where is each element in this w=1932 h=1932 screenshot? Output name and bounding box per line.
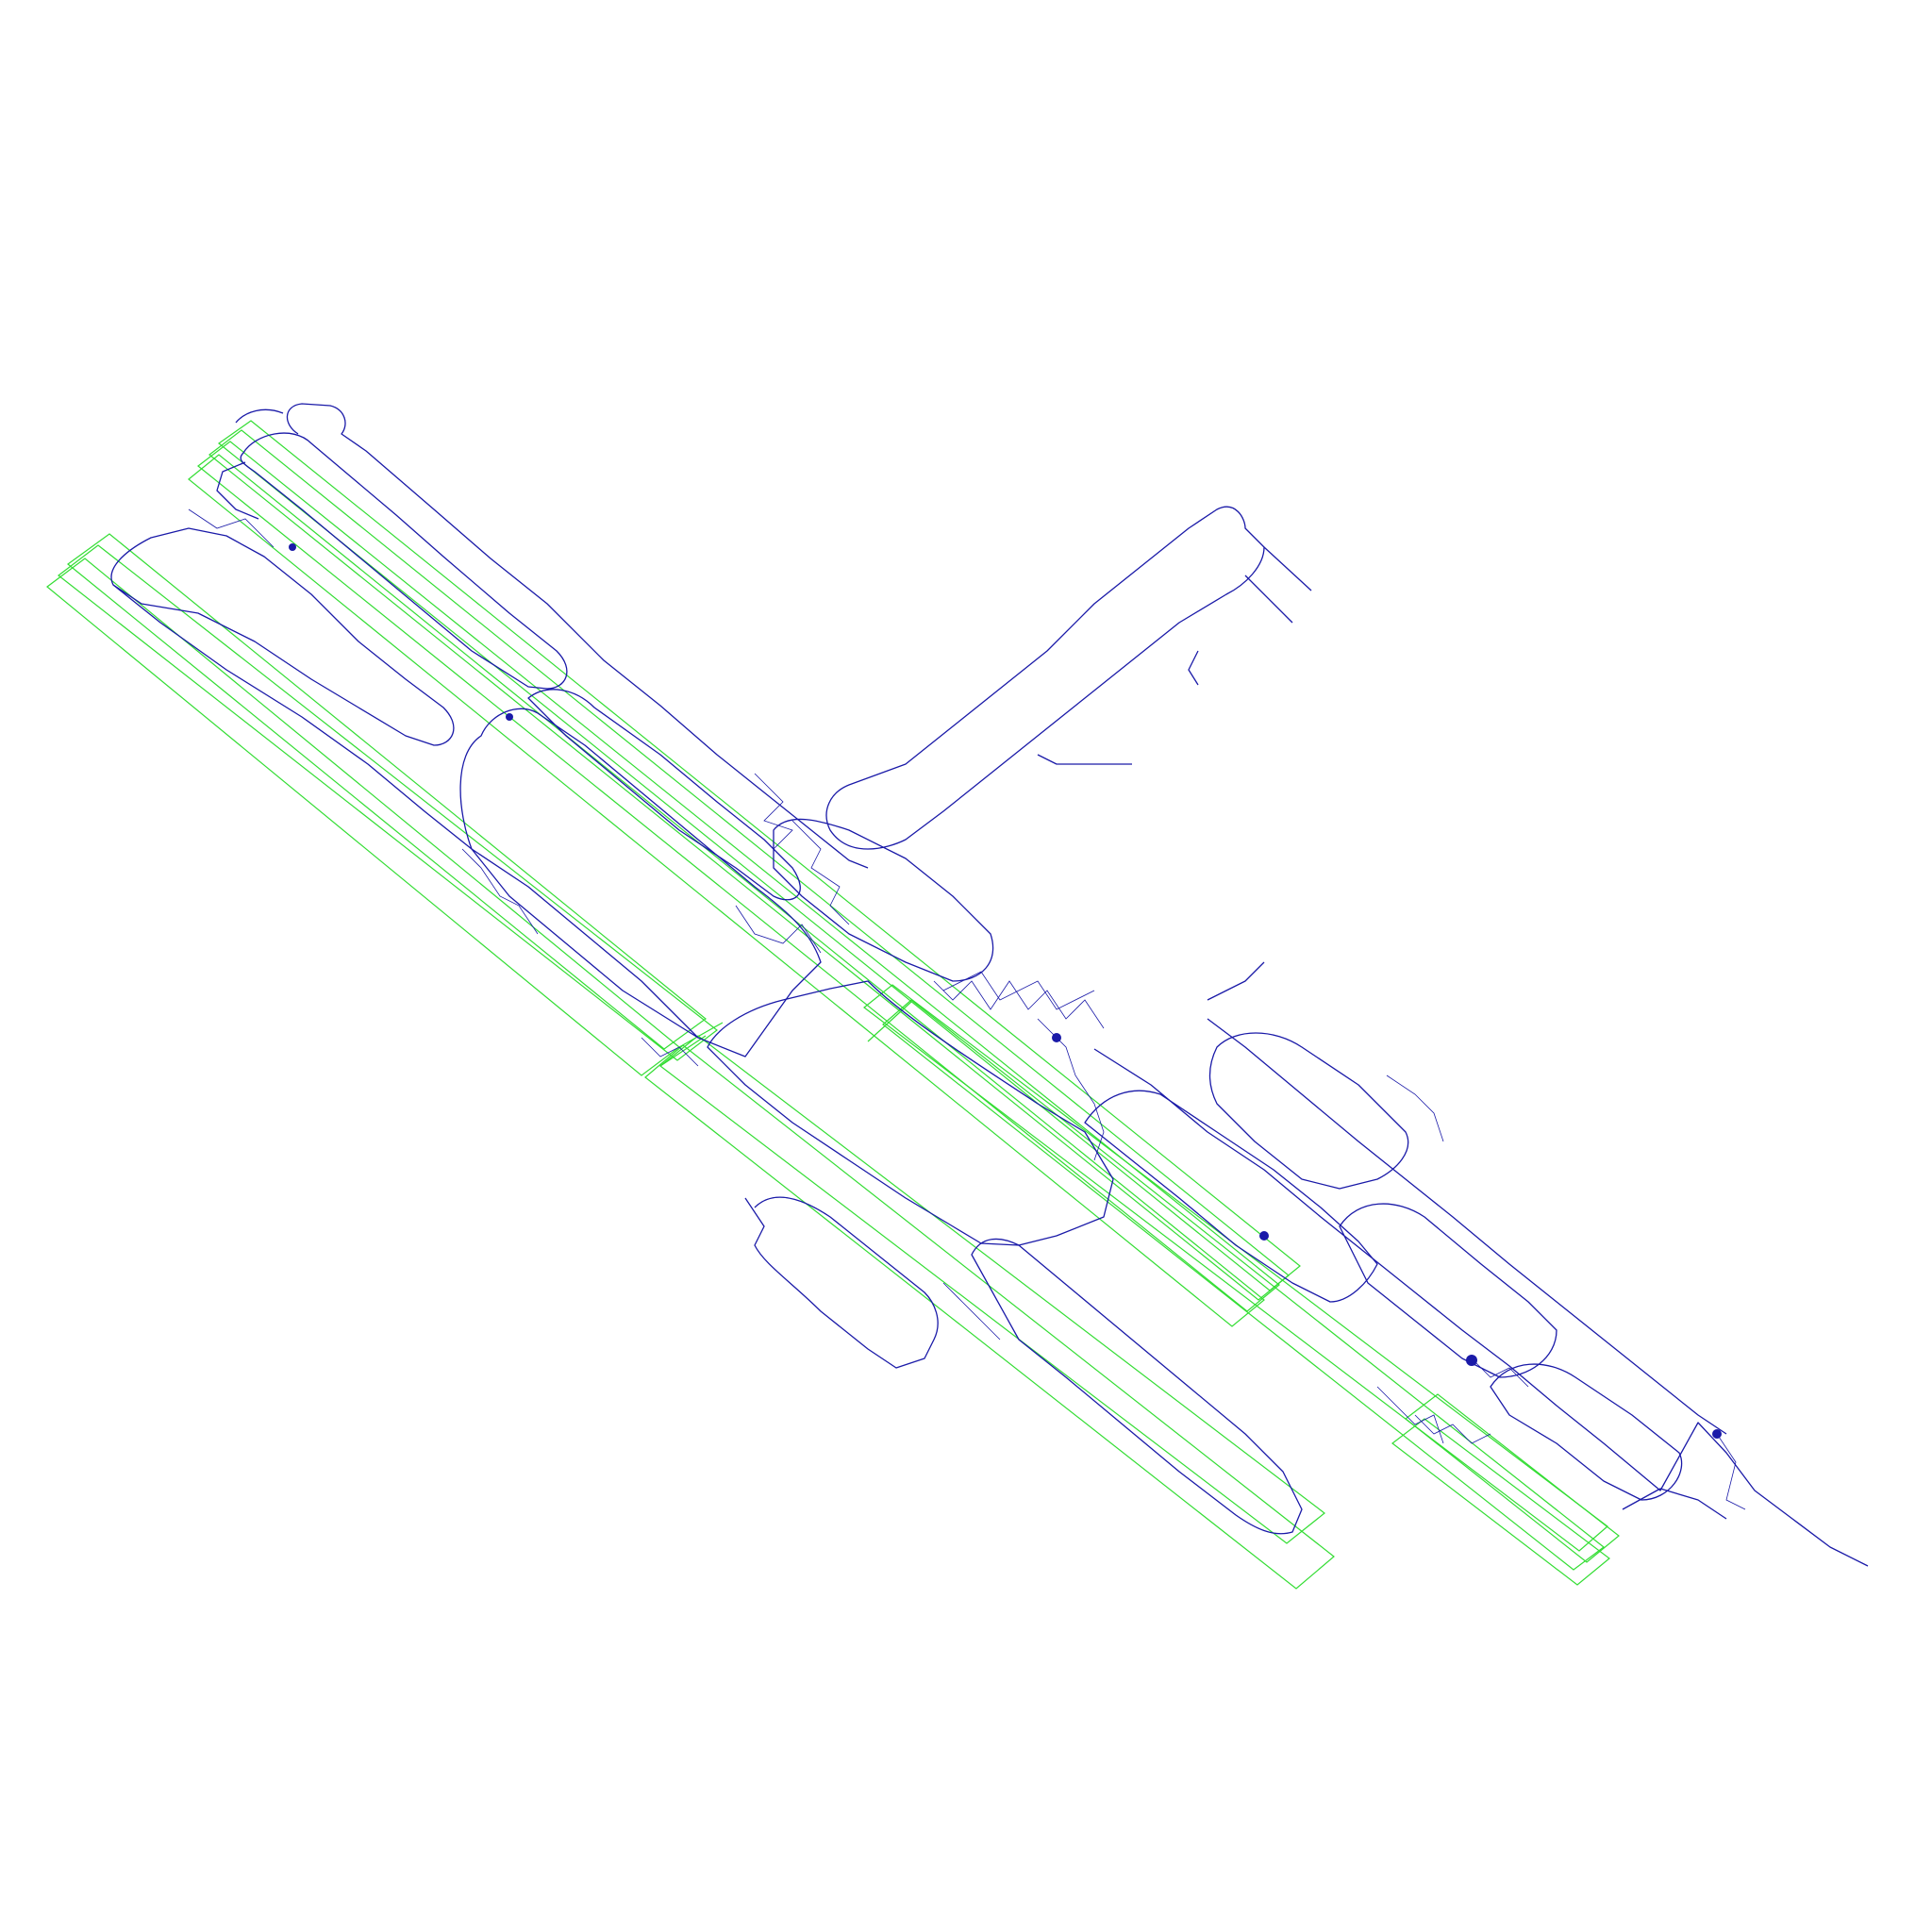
mesh-node — [1052, 1033, 1061, 1042]
road-edge-top-left — [235, 408, 284, 424]
road-outer-top-east-b — [1207, 1018, 1727, 1435]
road-branch-spur-1 — [1263, 546, 1312, 591]
mesh-cluster — [461, 848, 539, 935]
road-block-oval — [459, 708, 822, 1058]
road-edge-nw-loop — [216, 461, 259, 520]
road-block-2 — [110, 527, 455, 746]
lane-rectangles-layer — [46, 420, 1620, 1590]
mesh-cluster — [1386, 1074, 1444, 1142]
mesh-cluster — [1716, 1433, 1746, 1510]
lane-rectangle — [882, 999, 1605, 1571]
mesh-node — [506, 713, 513, 721]
road-outer-top — [286, 403, 869, 869]
lane-rectangle — [863, 984, 1608, 1552]
road-branch-northeast — [825, 506, 1265, 850]
mesh-cluster — [791, 820, 850, 925]
mesh-cluster — [1376, 1386, 1444, 1444]
mesh-cluster — [942, 971, 1095, 1010]
lane-rectangle — [218, 420, 1301, 1291]
road-mesh-layer — [188, 508, 1746, 1510]
mesh-cluster — [735, 905, 822, 954]
lane-connector — [678, 1022, 724, 1048]
road-block-small-south — [744, 1196, 939, 1369]
lane-rectangle — [197, 441, 1280, 1312]
mesh-cluster — [641, 1037, 699, 1067]
lane-rectangle — [1405, 1393, 1620, 1563]
road-block-5 — [773, 818, 994, 982]
mesh-node — [1466, 1355, 1477, 1366]
road-block-7 — [971, 1238, 1303, 1535]
lane-rectangle — [67, 533, 707, 1050]
road-block-10 — [1339, 1203, 1557, 1378]
mesh-node — [1259, 1231, 1269, 1241]
lane-rectangle — [659, 1035, 1325, 1544]
mesh-cluster — [942, 1282, 1001, 1341]
lane-rectangle — [58, 544, 718, 1061]
road-outer-top-east — [1093, 1048, 1869, 1567]
mesh-node — [1712, 1429, 1722, 1439]
mesh-cluster — [1037, 1018, 1105, 1161]
road-block-9 — [1208, 1032, 1409, 1190]
road-branch-spur-5 — [1207, 961, 1265, 1001]
lane-rectangle — [188, 454, 1265, 1327]
road-block-4 — [527, 689, 801, 901]
lane-rectangle — [644, 1044, 1335, 1590]
road-block-8 — [1084, 1090, 1378, 1303]
mesh-cluster — [1414, 1414, 1491, 1444]
lane-rectangle — [208, 429, 1290, 1301]
lane-rectangle — [1391, 1418, 1610, 1586]
road-branch-spur-2 — [1244, 575, 1293, 624]
lane-rectangle — [46, 558, 680, 1076]
road-branch-spur-3 — [1037, 754, 1132, 765]
mesh-cluster — [1471, 1357, 1529, 1388]
road-block-6 — [707, 980, 1114, 1246]
lane-connector — [867, 1001, 912, 1042]
road-block-3 — [112, 584, 699, 1039]
road-block-11 — [1490, 1363, 1683, 1501]
road-block-1 — [240, 432, 568, 690]
road-block-12 — [1622, 1488, 1727, 1520]
mesh-node — [289, 543, 296, 551]
mesh-cluster — [188, 508, 275, 548]
road-network-layer — [110, 403, 1869, 1567]
mesh-cluster — [754, 773, 793, 850]
mesh-cluster — [933, 980, 1105, 1029]
road-branch-spur-4 — [1188, 650, 1199, 686]
